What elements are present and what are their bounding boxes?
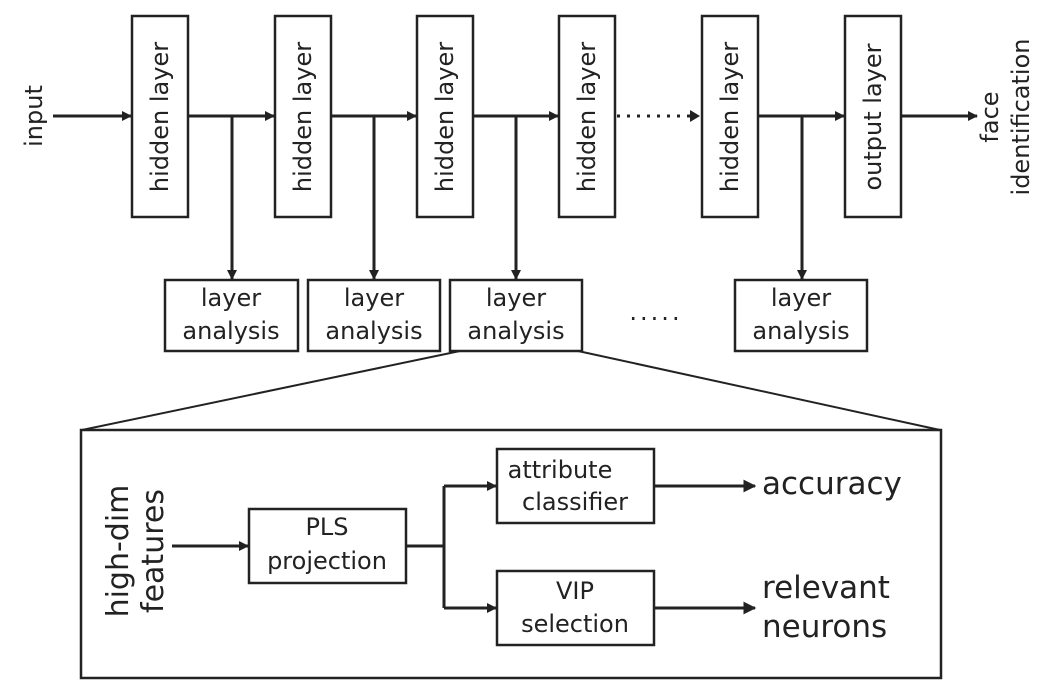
output-layer-label: output layer	[859, 43, 887, 190]
high-dim-label-line-1: high-dim	[101, 485, 136, 618]
analysis-4-line-1: layer	[771, 284, 831, 312]
analysis-ellipsis: .....	[629, 298, 682, 326]
high-dim-label-line-2: features	[136, 489, 171, 613]
hidden-layer-label-1: hidden layer	[146, 42, 174, 192]
input-label: input	[20, 85, 48, 147]
neurons-label-line-2: neurons	[762, 609, 887, 645]
analysis-2-line-1: layer	[344, 284, 404, 312]
pls-label-line-1: PLS	[305, 513, 348, 541]
neurons-label-line-1: relevant	[762, 570, 890, 606]
vip-label-line-1: VIP	[556, 577, 594, 605]
analysis-box-3	[448, 278, 584, 353]
analysis-4-line-2: analysis	[752, 317, 849, 345]
analysis-1-line-1: layer	[201, 284, 261, 312]
analysis-3-line-1: layer	[486, 284, 546, 312]
zoom-line-right	[577, 350, 941, 431]
analysis-1-line-2: analysis	[182, 317, 279, 345]
pls-label-line-2: projection	[267, 547, 387, 575]
hidden-layer-label-5: hidden layer	[716, 42, 744, 192]
analysis-box-1	[163, 278, 300, 353]
hidden-layer-label-4: hidden layer	[573, 42, 601, 192]
hidden-layer-box-4	[557, 14, 617, 219]
hidden-layer-label-2: hidden layer	[289, 42, 317, 192]
zoom-line-left	[81, 350, 461, 431]
analysis-box-4	[733, 278, 869, 353]
output-label-line-2: identification	[1007, 39, 1035, 196]
vip-label-line-2: selection	[521, 610, 629, 638]
analysis-3-line-2: analysis	[467, 317, 564, 345]
accuracy-label: accuracy	[762, 466, 902, 502]
attribute-label-line-2: classifier	[522, 488, 628, 516]
detail-frame	[79, 428, 943, 680]
hidden-layer-label-3: hidden layer	[431, 42, 459, 192]
analysis-2-line-2: analysis	[325, 317, 422, 345]
attribute-label-line-1: attribute	[508, 456, 613, 484]
output-label-line-1: face	[976, 91, 1004, 142]
dotted-arrowhead	[690, 110, 700, 122]
analysis-box-2	[306, 278, 442, 353]
